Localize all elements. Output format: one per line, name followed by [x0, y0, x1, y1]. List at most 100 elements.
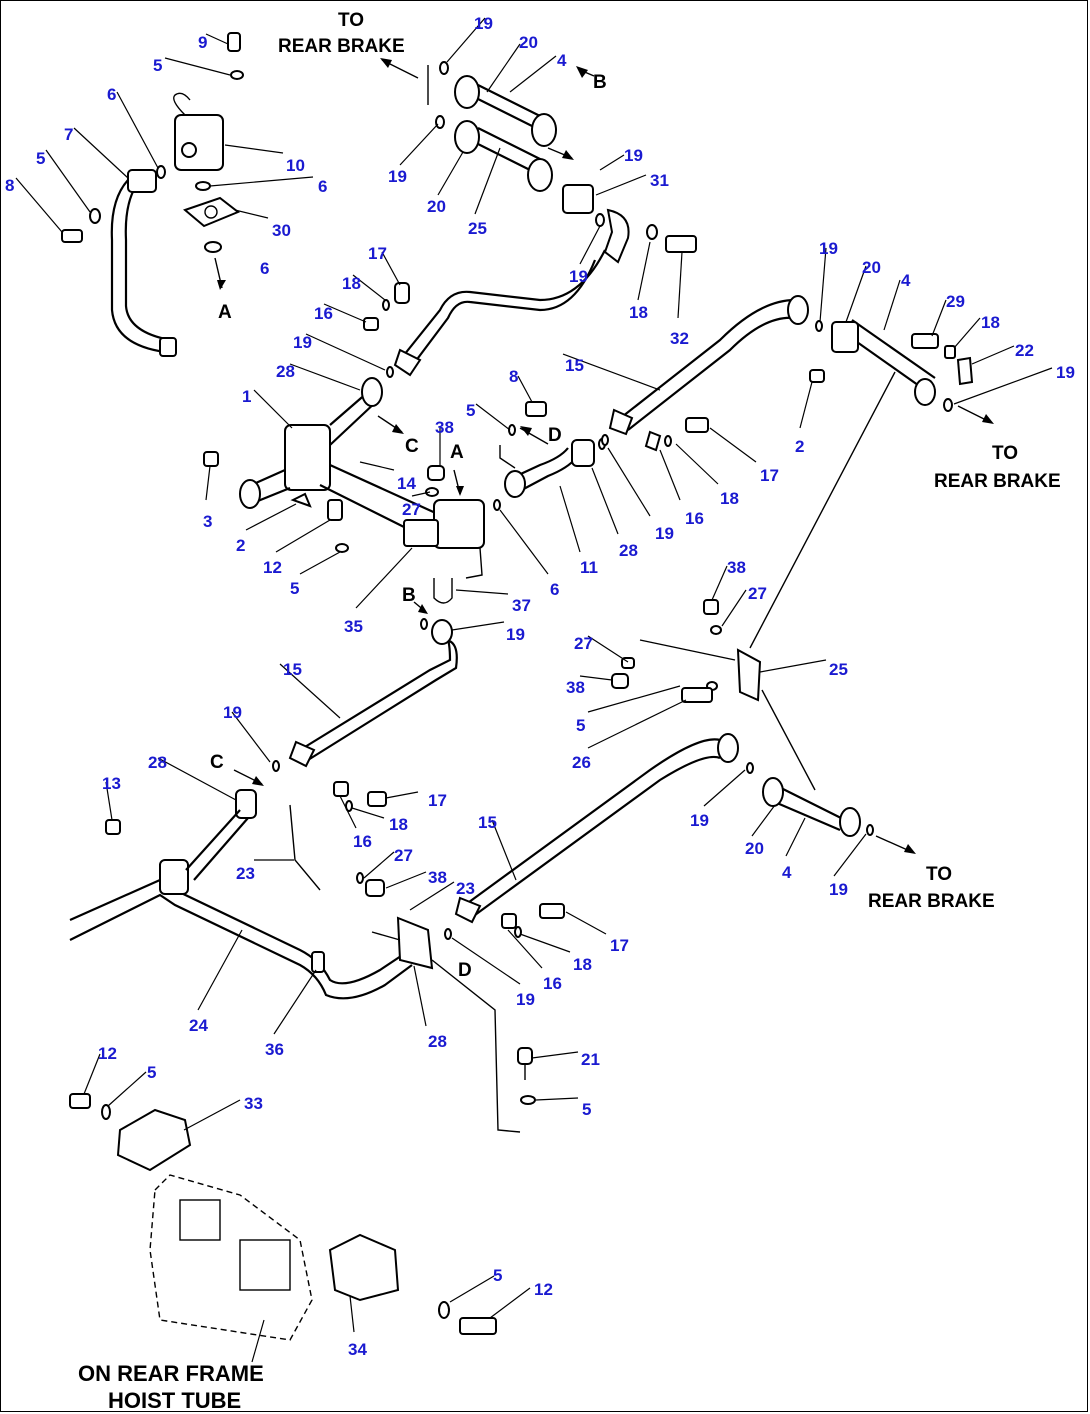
flow-arrows: [214, 58, 994, 854]
callout-17: 17: [610, 936, 629, 955]
callout-17: 17: [428, 791, 447, 810]
hose-15-b: [272, 618, 458, 772]
callout-33: 33: [244, 1094, 263, 1113]
callout-6: 6: [550, 580, 559, 599]
plate-30: [183, 196, 240, 228]
callout-16: 16: [543, 974, 562, 993]
callout-10: 10: [286, 156, 305, 175]
callout-17: 17: [368, 244, 387, 263]
callout-5: 5: [466, 401, 475, 420]
label-to-2: TO: [992, 443, 1018, 464]
callout-20: 20: [745, 839, 764, 858]
callout-numbers: 9567581063061920419202519311918321718161…: [5, 14, 1075, 1359]
fitting-20-right: [831, 321, 859, 353]
callout-25: 25: [468, 219, 487, 238]
callout-7: 7: [64, 125, 73, 144]
label-rear-brake-3: REAR BRAKE: [868, 891, 995, 912]
bracket-34: [328, 1233, 400, 1302]
ref-b-2: B: [402, 585, 416, 606]
callout-5: 5: [153, 56, 162, 75]
callout-14: 14: [397, 474, 416, 493]
label-on-rear-frame: ON REAR FRAME: [78, 1361, 264, 1386]
bracket-33: [116, 1108, 192, 1172]
callout-29: 29: [946, 292, 965, 311]
callout-8: 8: [509, 367, 518, 386]
callout-5: 5: [493, 1266, 502, 1285]
callout-28: 28: [428, 1032, 447, 1051]
callout-25: 25: [829, 660, 848, 679]
callout-26: 26: [572, 753, 591, 772]
callout-34: 34: [348, 1340, 367, 1359]
callout-38: 38: [428, 868, 447, 887]
callout-19: 19: [506, 625, 525, 644]
callout-19: 19: [1056, 363, 1075, 382]
top-center-manifold: [427, 61, 697, 264]
callout-24: 24: [189, 1016, 208, 1035]
callout-18: 18: [389, 815, 408, 834]
callout-19: 19: [819, 239, 838, 258]
callout-27: 27: [748, 584, 767, 603]
block-lower: [433, 499, 485, 549]
callout-30: 30: [272, 221, 291, 240]
callout-16: 16: [353, 832, 372, 851]
callout-28: 28: [148, 753, 167, 772]
lower-right-hose: [454, 733, 874, 924]
callout-28: 28: [619, 541, 638, 560]
callout-19: 19: [223, 703, 242, 722]
label-rear-brake-1: REAR BRAKE: [278, 36, 405, 57]
callout-4: 4: [901, 271, 911, 290]
ref-d-1: D: [548, 425, 562, 446]
block-1: [284, 424, 331, 491]
line-4-to-25: [749, 371, 896, 649]
callout-9: 9: [198, 33, 207, 52]
callout-17: 17: [760, 466, 779, 485]
callout-18: 18: [342, 274, 361, 293]
callout-15: 15: [283, 660, 302, 679]
bracket-25: [611, 599, 762, 703]
callout-16: 16: [685, 509, 704, 528]
callout-15: 15: [565, 356, 584, 375]
tube-24-assembly: [69, 781, 565, 1133]
callout-18: 18: [629, 303, 648, 322]
callout-21: 21: [581, 1050, 600, 1069]
callout-6: 6: [318, 177, 327, 196]
callout-12: 12: [263, 558, 282, 577]
callout-36: 36: [265, 1040, 284, 1059]
callout-5: 5: [582, 1100, 591, 1119]
callout-19: 19: [690, 811, 709, 830]
callout-20: 20: [862, 258, 881, 277]
callout-3: 3: [203, 512, 212, 531]
callout-12: 12: [534, 1280, 553, 1299]
callout-19: 19: [474, 14, 493, 33]
callout-19: 19: [569, 267, 588, 286]
label-to-1: TO: [338, 10, 364, 31]
callout-27: 27: [402, 500, 421, 519]
bolt-21: [517, 1047, 536, 1105]
top-left-valve-group: [61, 32, 244, 357]
callout-6: 6: [107, 85, 116, 104]
hose-15-upper: [363, 249, 606, 378]
hoist-tube-brackets: [69, 1093, 497, 1341]
fitting-28-lower: [396, 916, 434, 970]
callout-20: 20: [427, 197, 446, 216]
label-to-3: TO: [926, 864, 952, 885]
callout-18: 18: [720, 489, 739, 508]
callout-38: 38: [727, 558, 746, 577]
callout-11: 11: [580, 558, 598, 577]
plug-13: [105, 819, 121, 835]
callout-22: 22: [1015, 341, 1034, 360]
callout-2: 2: [795, 437, 804, 456]
label-rear-brake-2: REAR BRAKE: [934, 471, 1061, 492]
callout-13: 13: [102, 774, 121, 793]
callout-35: 35: [344, 617, 363, 636]
ref-a-2: A: [450, 442, 464, 463]
callout-5: 5: [576, 716, 585, 735]
bolt-29: [911, 333, 939, 349]
callout-31: 31: [650, 171, 669, 190]
label-hoist-tube: HOIST TUBE: [108, 1388, 241, 1413]
elbow-11: [493, 401, 606, 511]
callout-2: 2: [236, 536, 245, 555]
callout-4: 4: [782, 863, 792, 882]
